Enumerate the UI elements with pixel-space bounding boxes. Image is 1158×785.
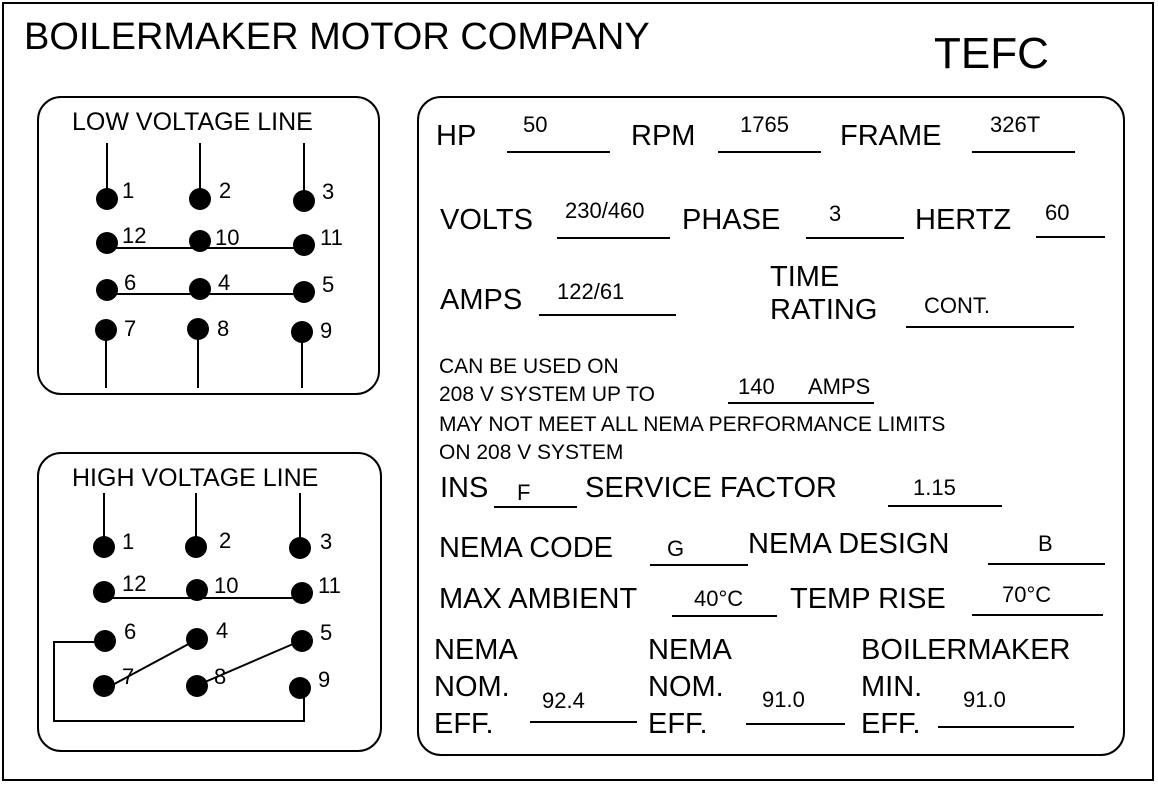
nema-code-underline (650, 564, 748, 566)
lv-terminal-3: 3 (322, 179, 335, 204)
frame-value: 326T (990, 112, 1041, 137)
hv-terminal-4: 4 (216, 618, 229, 643)
phase-underline (806, 237, 904, 239)
specifications-panel (417, 96, 1125, 756)
rating-label: RATING (770, 294, 878, 326)
lv-terminal-8: 8 (217, 316, 230, 341)
amps-underline (539, 314, 676, 316)
nema-design-value: B (1038, 531, 1053, 556)
nema-code-label: NEMA CODE (439, 532, 614, 564)
hv-terminal-12: 12 (122, 571, 147, 596)
phase-label: PHASE (682, 204, 781, 236)
hp-value: 50 (523, 112, 548, 137)
hv-terminal-3: 3 (320, 529, 333, 554)
eff1-line1: NEMA (434, 634, 518, 666)
eff2-line1: NEMA (648, 634, 732, 666)
eff2-line3: EFF. (648, 708, 708, 740)
time-label: TIME (770, 261, 840, 293)
rpm-underline (718, 151, 821, 153)
lv-terminal-1: 1 (122, 178, 135, 203)
eff2-underline (746, 723, 845, 725)
hv-terminal-6: 6 (124, 619, 137, 644)
low-voltage-title: LOW VOLTAGE LINE (72, 108, 313, 136)
nema-code-value: G (667, 536, 685, 561)
hp-underline (507, 151, 610, 153)
low-voltage-diagram (37, 96, 380, 395)
frame-underline (972, 151, 1075, 153)
hv-terminal-11: 11 (318, 573, 341, 598)
note-line-3: MAY NOT MEET ALL NEMA PERFORMANCE LIMITS (439, 413, 946, 436)
note-line-4: ON 208 V SYSTEM (439, 441, 624, 464)
eff3-line3: EFF. (861, 708, 921, 740)
hv-terminal-2: 2 (219, 528, 232, 553)
frame-label: FRAME (840, 120, 942, 152)
hp-label: HP (436, 120, 477, 152)
lv-terminal-11: 11 (320, 225, 343, 250)
lv-terminal-5: 5 (322, 272, 335, 297)
hv-terminal-10: 10 (214, 573, 239, 598)
volts-value: 230/460 (565, 198, 645, 223)
note-amps-unit: AMPS (808, 374, 871, 399)
nema-nominal-efficiency-1: 92.4 (542, 688, 585, 713)
eff1-line3: EFF. (434, 708, 494, 740)
temp-rise-underline (972, 614, 1103, 616)
note-amps-underline (728, 402, 874, 404)
ins-label: INS (440, 472, 489, 504)
enclosure-type: TEFC (934, 29, 1049, 78)
lv-terminal-7: 7 (124, 316, 137, 341)
nema-nominal-efficiency-2: 91.0 (762, 687, 805, 712)
company-title: BOILERMAKER MOTOR COMPANY (24, 16, 650, 58)
rpm-label: RPM (631, 120, 696, 152)
max-ambient-label: MAX AMBIENT (439, 583, 638, 615)
service-factor-underline (888, 505, 1002, 507)
temp-rise-label: TEMP RISE (790, 583, 946, 615)
max-ambient-underline (672, 615, 777, 617)
amps-value: 122/61 (557, 279, 625, 304)
hertz-value: 60 (1045, 200, 1070, 225)
rpm-value: 1765 (740, 112, 789, 137)
phase-value: 3 (829, 201, 842, 226)
lv-terminal-4: 4 (218, 270, 231, 295)
hv-terminal-9: 9 (318, 667, 331, 692)
lv-terminal-2: 2 (219, 178, 232, 203)
nema-design-underline (988, 563, 1105, 565)
hv-terminal-8: 8 (214, 664, 227, 689)
note-line-2: 208 V SYSTEM UP TO (439, 383, 655, 406)
hv-terminal-7: 7 (122, 664, 135, 689)
high-voltage-diagram (37, 452, 382, 752)
amps-label: AMPS (440, 284, 523, 316)
hv-terminal-5: 5 (320, 620, 333, 645)
eff1-line2: NOM. (434, 671, 510, 703)
ins-value: F (517, 480, 531, 505)
hertz-label: HERTZ (915, 204, 1012, 236)
note-amps-value: 140 (738, 374, 775, 399)
max-ambient-value: 40°C (694, 586, 744, 611)
boilermaker-min-efficiency: 91.0 (963, 687, 1006, 712)
nema-design-label: NEMA DESIGN (748, 528, 950, 560)
eff3-line2: MIN. (861, 671, 923, 703)
time-rating-underline (906, 326, 1074, 328)
lv-terminal-6: 6 (124, 270, 137, 295)
lv-terminal-9: 9 (320, 318, 333, 343)
service-factor-label: SERVICE FACTOR (585, 472, 837, 504)
hv-terminal-1: 1 (122, 529, 135, 554)
temp-rise-value: 70°C (1002, 582, 1052, 607)
hertz-underline (1036, 236, 1105, 238)
service-factor-value: 1.15 (913, 475, 956, 500)
eff3-underline (938, 726, 1074, 728)
time-rating-value: CONT. (924, 293, 990, 318)
volts-label: VOLTS (440, 204, 533, 236)
lv-terminal-12: 12 (122, 223, 147, 248)
note-line-1: CAN BE USED ON (439, 355, 619, 378)
lv-terminal-10: 10 (215, 225, 240, 250)
eff3-line1: BOILERMAKER (861, 634, 1071, 666)
ins-underline (494, 506, 577, 508)
high-voltage-title: HIGH VOLTAGE LINE (72, 464, 319, 492)
eff2-line2: NOM. (648, 671, 724, 703)
eff1-underline (530, 721, 637, 723)
volts-underline (557, 237, 670, 239)
